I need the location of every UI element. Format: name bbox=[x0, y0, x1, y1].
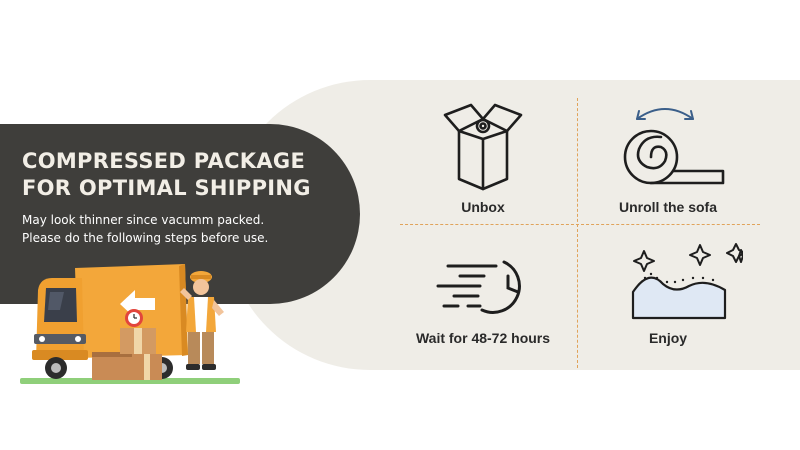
delivery-truck-illustration bbox=[20, 264, 240, 384]
expanded-foam-icon bbox=[631, 243, 743, 320]
open-box-icon bbox=[443, 103, 523, 191]
step-unbox: Unbox bbox=[393, 97, 573, 215]
step-wait: Wait for 48-72 hours bbox=[393, 252, 573, 346]
step-label-unroll-sofa: Unroll the sofa bbox=[618, 199, 717, 215]
banner-subtitle: May look thinner since vacumm packed. Pl… bbox=[22, 211, 342, 247]
fast-clock-icon bbox=[436, 260, 521, 314]
step-label-unbox: Unbox bbox=[461, 199, 505, 215]
banner-title-line-1: COMPRESSED PACKAGE bbox=[22, 149, 306, 173]
banner-subtitle-line-2: Please do the following steps before use… bbox=[22, 231, 269, 245]
step-label-enjoy: Enjoy bbox=[648, 330, 688, 346]
step-enjoy: Enjoy bbox=[578, 238, 758, 346]
banner-title-line-2: FOR OPTIMAL SHIPPING bbox=[22, 176, 311, 200]
rolled-sofa-icon bbox=[623, 108, 725, 185]
banner-subtitle-line-1: May look thinner since vacumm packed. bbox=[22, 213, 265, 227]
vertical-divider bbox=[577, 98, 578, 368]
step-unroll-sofa: Unroll the sofa bbox=[578, 97, 758, 215]
horizontal-divider bbox=[400, 224, 760, 225]
step-label-wait: Wait for 48-72 hours bbox=[415, 330, 551, 346]
banner-title: COMPRESSED PACKAGE FOR OPTIMAL SHIPPING bbox=[22, 148, 342, 202]
